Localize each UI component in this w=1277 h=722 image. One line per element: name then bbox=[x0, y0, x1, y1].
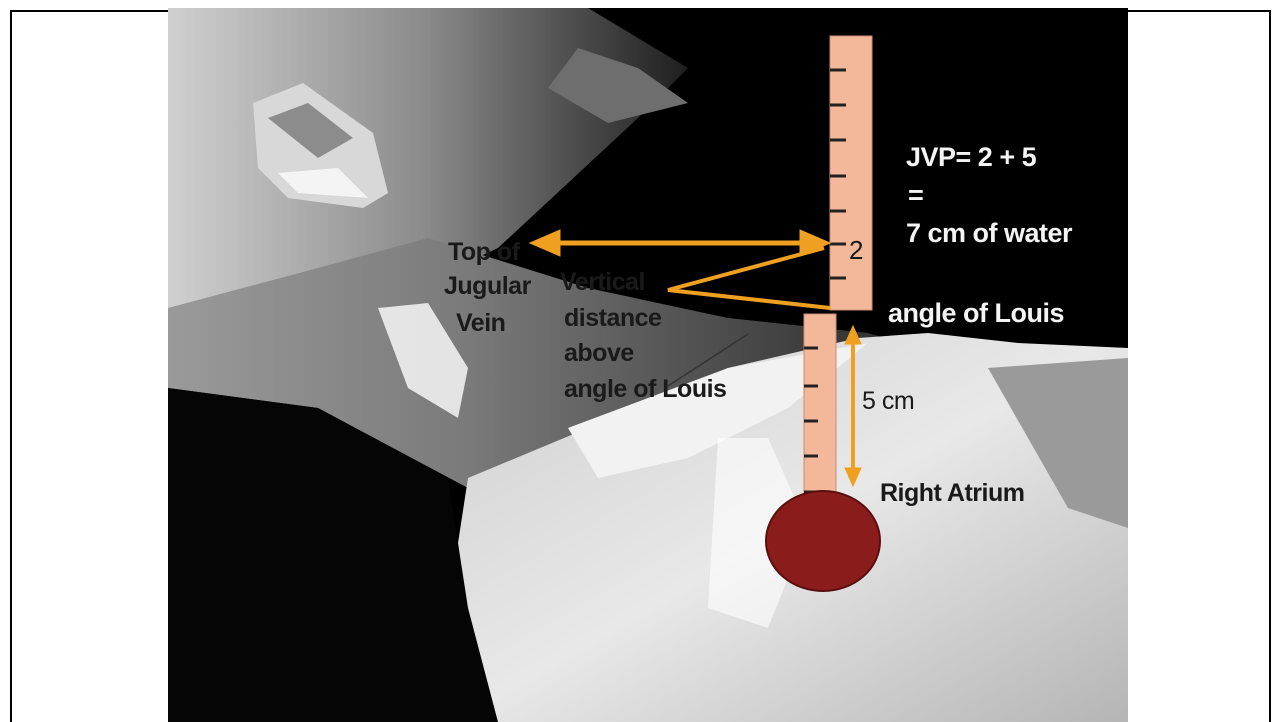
angle-of-louis-label: angle of Louis bbox=[888, 300, 1064, 327]
five-cm-label: 5 cm bbox=[862, 389, 914, 414]
upper-ruler bbox=[830, 36, 872, 310]
lower-ruler bbox=[804, 314, 836, 502]
ruler-mark-label: 2 bbox=[849, 237, 863, 263]
jvp-formula-line-2: = bbox=[908, 182, 923, 209]
anatomy-illustration bbox=[168, 8, 1128, 722]
vertical-distance-label-2: distance bbox=[564, 306, 661, 331]
vertical-distance-pointer bbox=[668, 248, 830, 308]
jugular-level-arrow bbox=[530, 230, 830, 256]
vertical-distance-label-1: Vertical bbox=[560, 270, 645, 295]
jvp-formula-line-1: JVP= 2 + 5 bbox=[906, 144, 1036, 171]
top-jugular-label-1: Top of bbox=[448, 240, 520, 265]
top-jugular-label-2: Jugular bbox=[444, 274, 531, 299]
vertical-distance-label-4: angle of Louis bbox=[564, 377, 726, 402]
jvp-formula-line-3: 7 cm of water bbox=[906, 220, 1072, 247]
right-atrium-label: Right Atrium bbox=[880, 481, 1024, 506]
vertical-distance-label-3: above bbox=[564, 341, 634, 366]
right-atrium-shape bbox=[766, 491, 880, 591]
top-jugular-label-3: Vein bbox=[456, 311, 505, 336]
jvp-diagram: 2 Top of Jugular Vein Vertical distance … bbox=[168, 8, 1128, 722]
